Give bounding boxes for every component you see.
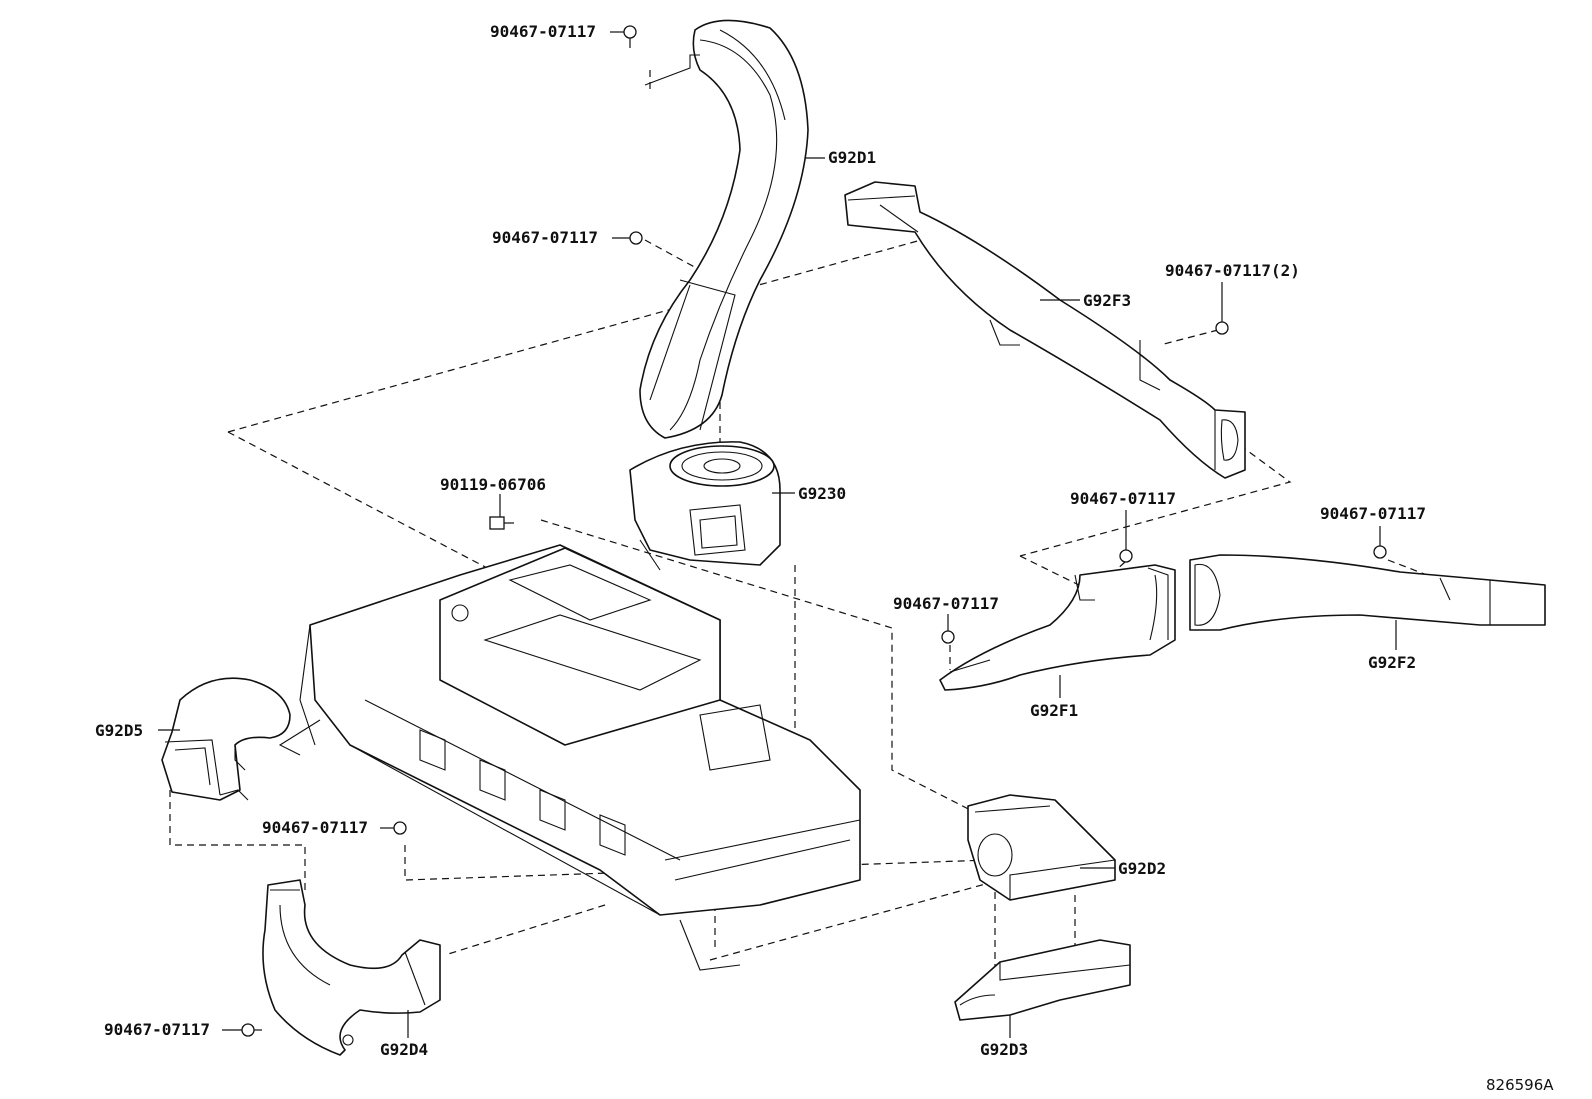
- part-label-g92d3: G92D3: [980, 1040, 1028, 1059]
- fastener-label-f5: 90467-07117: [1070, 489, 1176, 508]
- clip-icon-f8: [393, 821, 407, 835]
- clip-icon-f5: [1119, 549, 1133, 563]
- fastener-label-f6: 90467-07117: [1320, 504, 1426, 523]
- fastener-label-f1: 90467-07117: [490, 22, 596, 41]
- duct-g92d2: [967, 794, 1116, 901]
- part-label-g92d1: G92D1: [828, 148, 876, 167]
- fastener-label-f7: 90467-07117: [893, 594, 999, 613]
- fastener-label-f4: 90119-06706: [440, 475, 546, 494]
- part-label-g92f1: G92F1: [1030, 701, 1078, 720]
- fastener-label-f3: 90467-07117(2): [1165, 261, 1300, 280]
- part-label-g92d5: G92D5: [95, 721, 143, 740]
- duct-g92d4: [262, 879, 441, 1056]
- fastener-label-f8: 90467-07117: [262, 818, 368, 837]
- leader-lines: [158, 31, 1397, 1038]
- part-label-g92f2: G92F2: [1368, 653, 1416, 672]
- part-label-g92d2: G92D2: [1118, 859, 1166, 878]
- blower-g9230: [629, 441, 781, 571]
- part-label-g92d4: G92D4: [380, 1040, 428, 1059]
- duct-g92d5: [161, 677, 291, 801]
- clip-icon-f9: [241, 1023, 255, 1037]
- duct-g92d3: [954, 939, 1131, 1021]
- duct-g92d1: [639, 19, 809, 439]
- clip-icon-f1: [623, 25, 637, 39]
- clip-icon-f7: [941, 630, 955, 644]
- duct-g92f1: [939, 564, 1176, 691]
- clip-icon-f3: [1215, 321, 1229, 335]
- fastener-label-f2: 90467-07117: [492, 228, 598, 247]
- duct-g92f2: [1189, 554, 1546, 631]
- clip-icon-f2: [629, 231, 643, 245]
- fasteners: [241, 25, 1387, 1037]
- part-label-g92f3: G92F3: [1083, 291, 1131, 310]
- battery-assembly: [278, 544, 861, 971]
- diagram-code: 826596A: [1486, 1076, 1554, 1094]
- duct-g92f3: [844, 181, 1246, 479]
- fastener-labels: 90467-07117 90467-07117 90467-07117(2) 9…: [104, 22, 1426, 1039]
- fastener-label-f9: 90467-07117: [104, 1020, 210, 1039]
- part-labels: G92D1 G92F3 G9230 G92F1 G92F2 G92D5 G92D…: [95, 148, 1416, 1059]
- clip-icon-f6: [1373, 545, 1387, 559]
- bolt-icon-f4: [489, 516, 505, 530]
- part-label-g9230: G9230: [798, 484, 846, 503]
